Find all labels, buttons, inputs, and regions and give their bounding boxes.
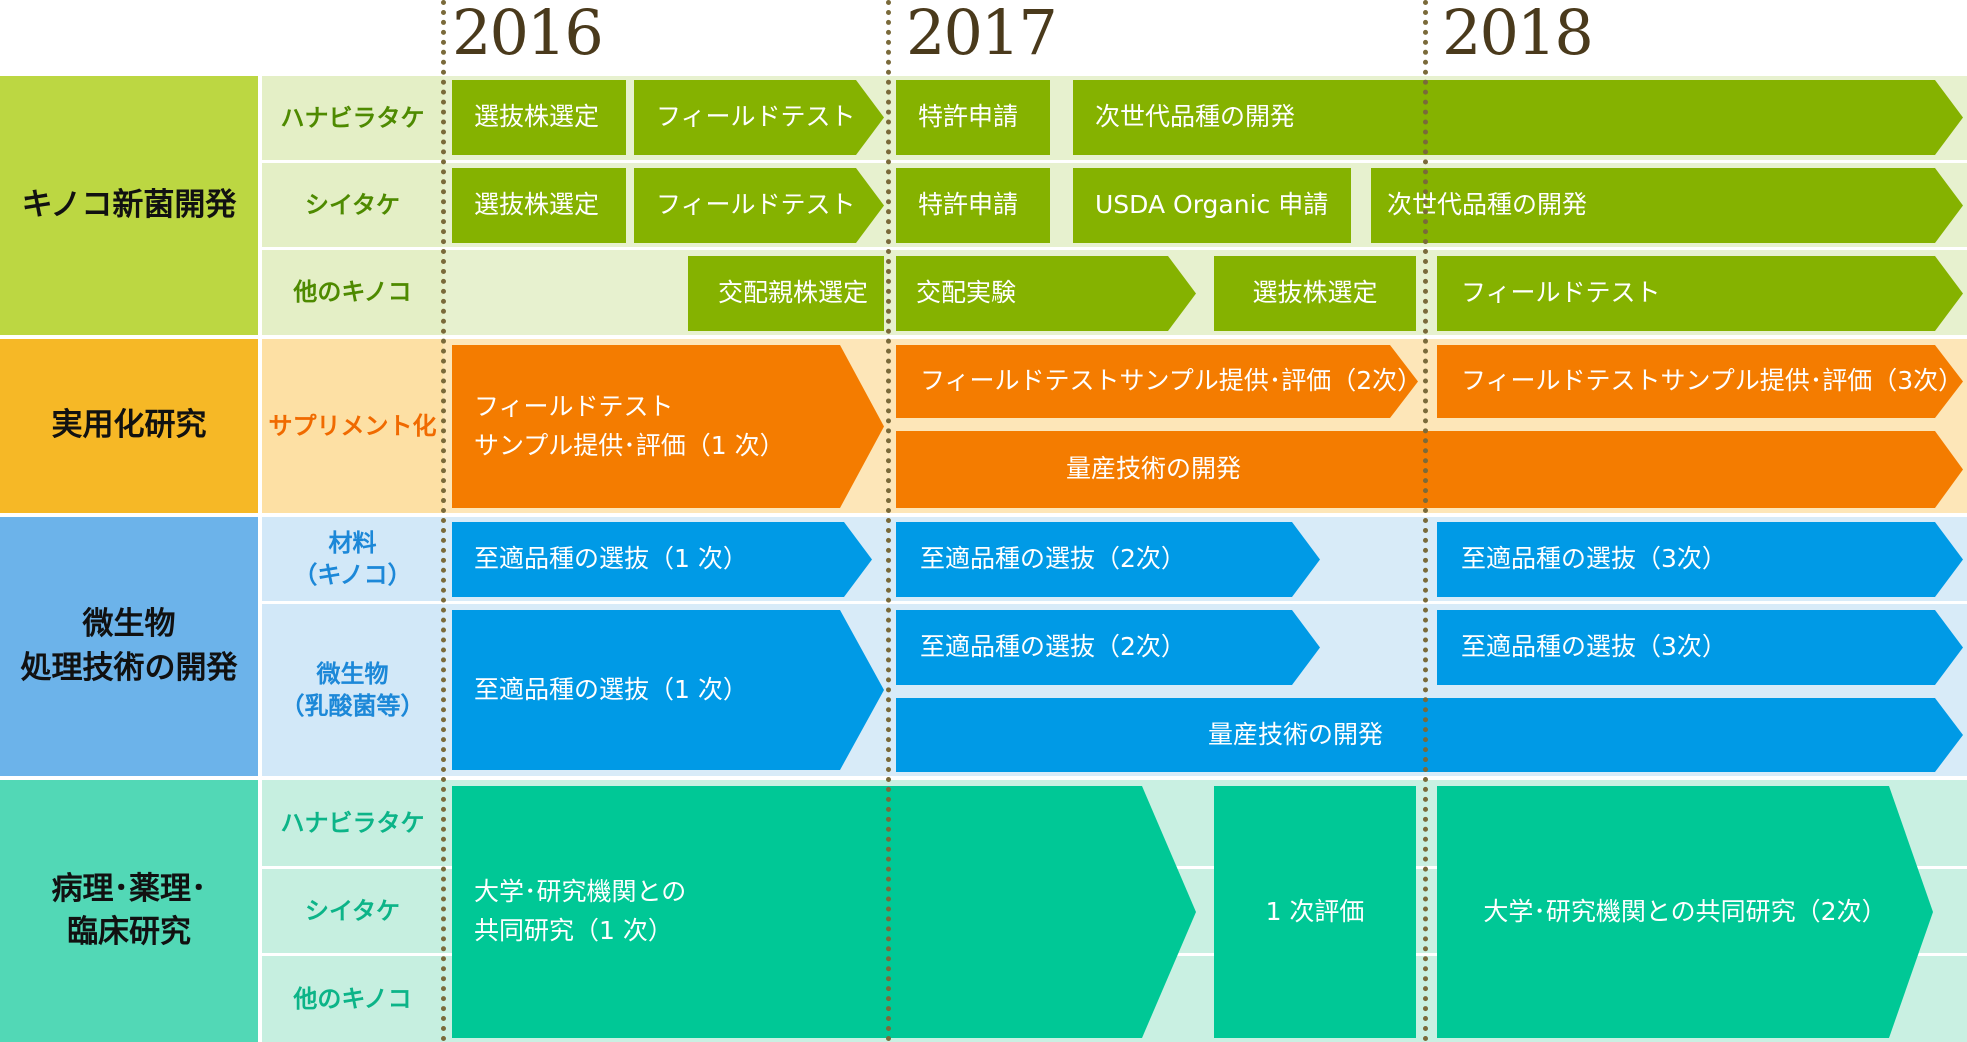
year-label-2016: 2016 (452, 0, 604, 69)
microbe-category: 微生物 処理技術の開発 (0, 517, 258, 776)
bar-microbe-mass-production: 量産技術の開発 (896, 698, 1963, 772)
bar-shiitake-usda-organic: USDA Organic 申請 (1073, 168, 1351, 243)
bar-clinical-joint-research-1: 大学･研究機関との 共同研究（1 次） (452, 786, 1196, 1038)
mushroom-divider-1 (262, 160, 1967, 163)
year-label-2017: 2017 (906, 0, 1058, 69)
practical-row-supplement: サプリメント化 (262, 339, 443, 513)
timeline-line-2018 (1423, 0, 1428, 1042)
microbe-row-microbe: 微生物 （乳酸菌等） (262, 604, 443, 776)
bar-clinical-joint-research-2: 大学･研究機関との共同研究（2次） (1437, 786, 1933, 1038)
clinical-row-hanabiratake: ハナビラタケ (262, 780, 443, 866)
practical-category: 実用化研究 (0, 339, 258, 513)
timeline-line-2016 (441, 0, 446, 1042)
mushroom-row-hanabiratake: ハナビラタケ (262, 76, 443, 160)
bar-microbe-selection-1: 至適品種の選抜（1 次） (452, 610, 884, 770)
clinical-category: 病理･薬理･ 臨床研究 (0, 780, 258, 1042)
bar-hanabiratake-selection: 選抜株選定 (452, 80, 626, 155)
microbe-row-material: 材料 （キノコ） (262, 517, 443, 601)
bar-shiitake-patent: 特許申請 (896, 168, 1050, 243)
bar-hanabiratake-next-gen: 次世代品種の開発 (1073, 80, 1963, 155)
bar-shiitake-field-test: フィールドテスト (634, 168, 884, 243)
microbe-divider (262, 601, 1967, 604)
clinical-row-shiitake: シイタケ (262, 869, 443, 953)
mushroom-category: キノコ新菌開発 (0, 76, 258, 335)
bar-material-selection-2: 至適品種の選抜（2次） (896, 522, 1320, 597)
timeline-line-2017 (886, 0, 891, 1042)
mushroom-row-other: 他のキノコ (262, 250, 443, 335)
bar-material-selection-1: 至適品種の選抜（1 次） (452, 522, 872, 597)
bar-microbe-selection-2: 至適品種の選抜（2次） (896, 610, 1320, 685)
bar-clinical-first-evaluation: 1 次評価 (1214, 786, 1416, 1038)
bar-microbe-selection-3: 至適品種の選抜（3次） (1437, 610, 1963, 685)
bar-shiitake-selection: 選抜株選定 (452, 168, 626, 243)
bar-material-selection-3: 至適品種の選抜（3次） (1437, 522, 1963, 597)
mushroom-row-shiitake: シイタケ (262, 163, 443, 247)
bar-supplement-sample-eval-3: フィールドテストサンプル提供･評価（3次） (1437, 345, 1963, 418)
bar-hanabiratake-patent: 特許申請 (896, 80, 1050, 155)
clinical-row-other: 他のキノコ (262, 956, 443, 1042)
mushroom-divider-2 (262, 247, 1967, 250)
bar-supplement-sample-eval-2: フィールドテストサンプル提供･評価（2次） (896, 345, 1418, 418)
bar-shiitake-next-gen: 次世代品種の開発 (1371, 168, 1963, 243)
bar-other-cross-experiment: 交配実験 (896, 256, 1196, 331)
bar-supplement-sample-eval-1: フィールドテスト サンプル提供･評価（1 次） (452, 345, 884, 508)
bar-other-parent-selection: 交配親株選定 (688, 256, 884, 331)
bar-supplement-mass-production: 量産技術の開発 (896, 431, 1963, 508)
year-label-2018: 2018 (1442, 0, 1594, 69)
bar-other-selection: 選抜株選定 (1214, 256, 1416, 331)
bar-hanabiratake-field-test: フィールドテスト (634, 80, 884, 155)
bar-other-field-test: フィールドテスト (1437, 256, 1963, 331)
